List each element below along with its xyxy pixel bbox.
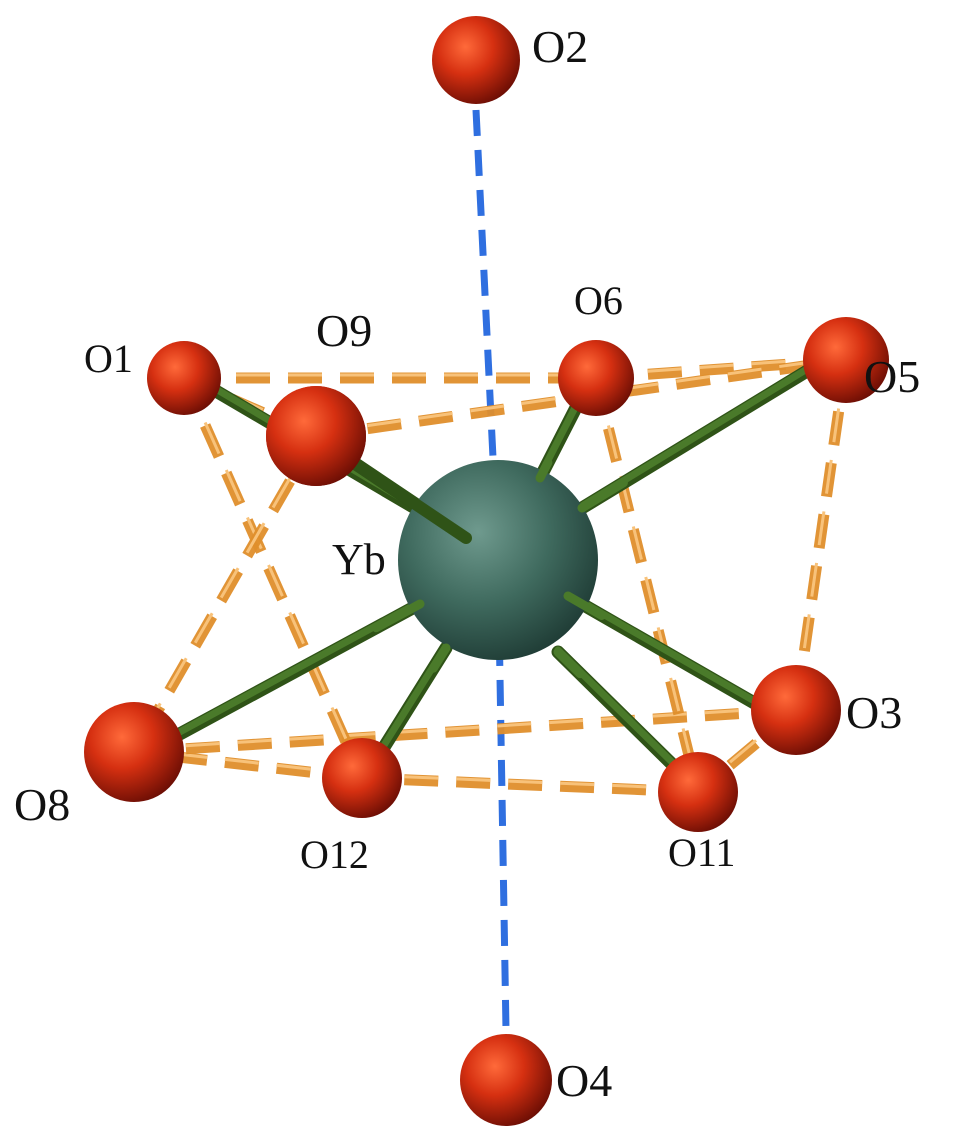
label-o9: O9 [316,305,372,356]
atom-o12 [322,738,402,818]
atom-o11 [658,752,738,832]
atom-o3 [751,665,841,755]
bond-front-yb-o5 [577,478,628,513]
atom-o5 [803,317,889,403]
atom-o1 [147,341,221,415]
bond-front-yb-o6 [535,458,553,483]
label-o2: O2 [532,21,588,72]
label-yb: Yb [332,535,386,584]
bond-front-yb-o3 [563,591,607,620]
atom-o4 [460,1034,552,1126]
atom-o6 [558,340,634,416]
bond-front-yb-o11 [553,647,585,679]
edge-highlight-o6-o11 [594,374,700,790]
edge-highlight-o11-o12 [361,773,699,791]
label-o3: O3 [846,687,902,738]
atom-yb [398,460,598,660]
label-o8: O8 [14,779,70,830]
label-o6: O6 [574,278,623,323]
bond-front-yb-o12 [428,643,451,673]
label-o12: O12 [300,832,369,877]
label-o1: O1 [84,336,133,381]
edge-highlight-o8-o3 [133,705,797,751]
label-o5: O5 [864,351,920,402]
atom-o8 [84,702,184,802]
edge-o12-o8 [133,746,363,784]
edge-o8-o3 [133,704,797,758]
edge-highlight-o9-o8 [132,432,318,750]
bond-front-yb-o8 [371,599,425,633]
edge-highlight-o1-o12 [182,374,364,776]
label-o4: O4 [556,1055,612,1106]
edge-highlight-o12-o8 [133,747,363,777]
atom-o9-front [266,386,366,486]
edge-highlight-o5-o3 [794,356,848,708]
label-o11: O11 [668,830,735,875]
edge-o11-o12 [361,772,699,798]
atom-labels: O2 O1 O9 O6 O5 Yb O3 O8 O12 O11 O4 [14,21,920,1106]
atoms [84,16,889,1126]
atom-o2 [432,16,520,104]
